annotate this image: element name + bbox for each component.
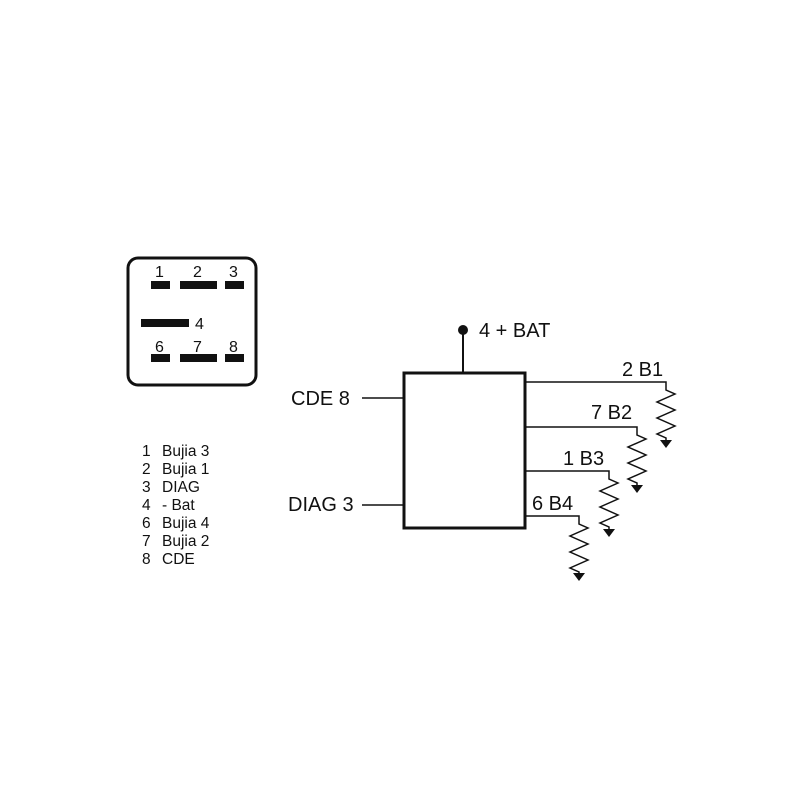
pin-bar-1 xyxy=(151,281,170,289)
pin-bar-7 xyxy=(180,354,217,362)
module-block xyxy=(402,371,527,530)
pin-number-8: 8 xyxy=(229,339,238,356)
schematic: 4 + BAT CDE 8 DIAG 3 2 B1 7 B2 1 B3 6 B4 xyxy=(288,320,677,581)
pin-number-1: 1 xyxy=(155,264,164,281)
ground-arrow-b4 xyxy=(573,573,585,581)
legend-num: 7 xyxy=(142,533,151,550)
legend-label: CDE xyxy=(162,551,195,568)
legend-num: 3 xyxy=(142,479,151,496)
pin-number-3: 3 xyxy=(229,264,238,281)
pin-number-6: 6 xyxy=(155,339,164,356)
legend-num: 4 xyxy=(142,497,151,514)
pin-number-7: 7 xyxy=(193,339,202,356)
output-label-b1: 2 B1 xyxy=(622,359,663,381)
pin-bar-6 xyxy=(151,354,170,362)
pin-bar-4 xyxy=(141,319,189,327)
legend-label: Bujia 3 xyxy=(162,443,209,460)
cde-input-label: CDE 8 xyxy=(291,388,350,410)
bat-terminal-dot xyxy=(458,325,468,335)
connector-face: 1 2 3 4 6 7 8 xyxy=(126,256,258,387)
legend-num: 1 xyxy=(142,443,151,460)
ground-arrow-b3 xyxy=(603,529,615,537)
output-label-b4: 6 B4 xyxy=(532,493,573,515)
legend-label: DIAG xyxy=(162,479,200,496)
output-wire-b1 xyxy=(525,381,677,441)
legend-label: Bujia 1 xyxy=(162,461,209,478)
diag-input-label: DIAG 3 xyxy=(288,494,354,516)
pin-number-4: 4 xyxy=(195,316,204,333)
pin-bar-2 xyxy=(180,281,217,289)
legend-num: 8 xyxy=(142,551,151,568)
connector-outline xyxy=(126,256,258,387)
legend-label: Bujia 4 xyxy=(162,515,210,532)
legend-num: 6 xyxy=(142,515,151,532)
legend-label: - Bat xyxy=(162,497,195,514)
ground-arrow-b1 xyxy=(660,440,672,448)
legend-num: 2 xyxy=(142,461,151,478)
output-label-b2: 7 B2 xyxy=(591,402,632,424)
pin-legend: 1 Bujia 3 2 Bujia 1 3 DIAG 4 - Bat 6 Buj… xyxy=(142,443,210,568)
pin-bar-8 xyxy=(225,354,244,362)
pin-number-2: 2 xyxy=(193,264,202,281)
output-wire-b4 xyxy=(525,515,590,574)
ground-arrow-b2 xyxy=(631,485,643,493)
bat-terminal-label: 4 + BAT xyxy=(479,320,550,342)
pin-bar-3 xyxy=(225,281,244,289)
output-wire-b2 xyxy=(525,426,648,486)
output-wire-b3 xyxy=(525,470,620,530)
output-label-b3: 1 B3 xyxy=(563,448,604,470)
legend-label: Bujia 2 xyxy=(162,533,209,550)
